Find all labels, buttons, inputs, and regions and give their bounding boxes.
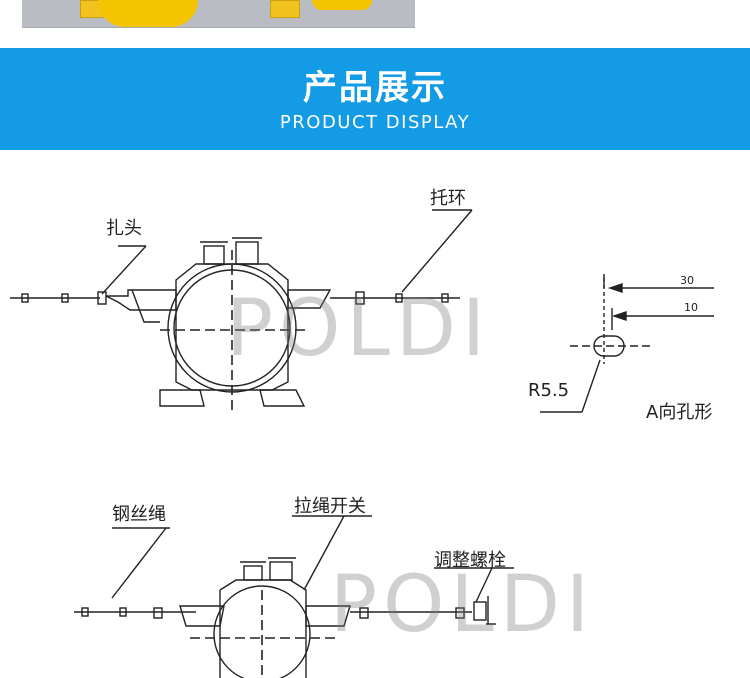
support-ring-mark [395, 293, 403, 303]
label-support-ring: 托环 [430, 188, 466, 209]
switch-body-circle-bottom [213, 585, 311, 678]
photo-switch-body-right [312, 0, 372, 10]
cable-gland-right [235, 241, 259, 265]
banner-title: 产品展示 [303, 68, 447, 108]
top-strip [0, 0, 750, 48]
photo-switch-body [98, 0, 198, 27]
leader-support-ring [401, 209, 473, 293]
leader-radius [581, 359, 601, 413]
slot-hole [593, 335, 625, 357]
foot-right [259, 389, 306, 407]
wire-clip [355, 291, 365, 305]
technical-drawing: POLDI POLDI 扎头 托环 30 10 R5.5 A向孔形 钢丝绳 拉绳… [0, 150, 750, 678]
section-banner: 产品展示 PRODUCT DISPLAY [0, 48, 750, 150]
right-bracket [287, 289, 332, 309]
label-wire-rope: 钢丝绳 [112, 504, 166, 525]
leader-wire-rope [111, 527, 167, 599]
adjusting-bolt [473, 601, 487, 621]
left-bracket-brace [131, 289, 160, 323]
banner-subtitle: PRODUCT DISPLAY [279, 112, 471, 133]
left-bracket [105, 289, 177, 311]
leader-adjusting-bolt [475, 567, 493, 603]
leader-pull-cord-switch [303, 515, 345, 591]
product-photo-crop [22, 0, 415, 28]
switch-body-frame-bottom [219, 579, 307, 678]
drawing-lines [10, 209, 714, 678]
wire-clip [61, 293, 69, 303]
label-pull-cord-switch: 拉绳开关 [294, 496, 366, 517]
label-a-direction-hole: A向孔形 [646, 402, 713, 423]
foot-left [159, 389, 205, 407]
label-tie-head: 扎头 [106, 218, 142, 239]
cable-gland-left [203, 245, 225, 265]
tie-head-mark [97, 291, 107, 305]
leader-tie-head [101, 245, 147, 295]
photo-bracket-right [270, 0, 300, 18]
dim-label-10: 10 [684, 301, 698, 314]
watermark-top: POLDI [226, 284, 491, 374]
wire-clip [441, 293, 449, 303]
watermark-bottom: POLDI [330, 560, 595, 650]
dim-label-30: 30 [680, 274, 694, 287]
right-bracket-bottom [305, 605, 351, 627]
wire-clip [21, 293, 29, 303]
dim-arrow-30 [607, 283, 623, 293]
label-radius: R5.5 [528, 380, 570, 401]
label-adjusting-bolt: 调整螺栓 [434, 550, 506, 571]
dim-arrow-10 [611, 311, 627, 321]
